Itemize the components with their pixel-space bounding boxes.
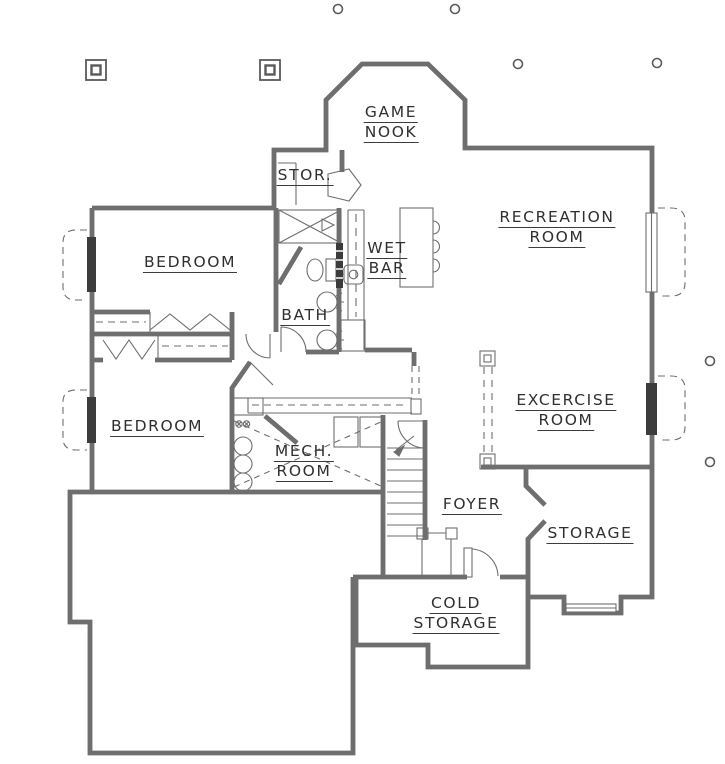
cold-storage-door — [463, 547, 499, 578]
window-wells — [62, 207, 686, 451]
bath-fixtures — [278, 209, 344, 353]
bedroom-door-leaf — [249, 361, 274, 386]
doors — [245, 333, 274, 386]
window-icon — [646, 383, 657, 435]
shower-head-icon — [321, 218, 336, 232]
shower-box — [278, 209, 342, 244]
toilet-icon — [306, 258, 324, 282]
window-well — [658, 375, 686, 441]
floor-drain-icon — [235, 420, 243, 428]
stair-up-arrow-head — [393, 444, 406, 457]
railing — [416, 527, 458, 576]
sink-icon — [316, 329, 338, 351]
window-well — [62, 389, 87, 451]
railing-post-icon — [445, 527, 458, 540]
post-marker-icon — [332, 3, 716, 468]
floor-drain-icon — [242, 420, 251, 428]
room-label-storage: STORAGE — [546, 524, 634, 544]
room-label-bedroom-upper: BEDROOM — [142, 253, 238, 273]
room-label-recreation: RECREATION ROOM — [498, 208, 616, 248]
furnace-icon — [359, 416, 384, 448]
deck-footing-icon — [85, 59, 107, 81]
room-label-mech: MECH. ROOM — [273, 442, 335, 482]
window-well — [658, 207, 686, 297]
room-label-bath: BATH — [280, 306, 330, 326]
stair-up-arrow-icon — [395, 435, 415, 451]
bar-stool-icon — [432, 220, 441, 235]
bedroom-door-arc — [245, 333, 271, 359]
bifold-door-icon — [149, 313, 231, 331]
room-label-wet-bar: WET BAR — [366, 239, 408, 279]
bar-sink-icon — [343, 264, 364, 285]
room-label-stor: STOR. — [276, 166, 334, 186]
column-post-icon — [479, 453, 496, 470]
stairs — [387, 420, 426, 537]
room-label-foyer: FOYER — [441, 495, 503, 515]
door-leaf-icon — [327, 168, 362, 202]
exercise-room-columns — [479, 350, 496, 470]
bath-door-arc — [280, 326, 307, 353]
water-heater-icon — [233, 472, 253, 492]
bifold-door-icon — [102, 339, 156, 360]
closets — [96, 312, 231, 360]
water-heater-icon — [233, 454, 253, 474]
pocket-door-hatch — [336, 243, 343, 288]
shelf — [232, 397, 264, 416]
furnace-icon — [333, 416, 359, 448]
bar-counter — [399, 207, 434, 288]
walls — [67, 61, 655, 756]
door-leaf-icon — [463, 547, 473, 578]
mech-fixtures — [232, 397, 384, 492]
bar-stool-icon — [432, 258, 441, 273]
water-heater-icon — [233, 436, 253, 456]
storage-closet-shelves — [278, 162, 297, 205]
room-label-bedroom-lower: BEDROOM — [109, 417, 205, 437]
room-label-game-nook: GAME NOOK — [363, 103, 419, 143]
stair-door-arc — [397, 420, 426, 449]
room-label-cold-storage: COLD STORAGE — [412, 594, 500, 634]
dark-elements — [87, 237, 657, 443]
window-well — [62, 229, 87, 301]
site-symbols — [85, 3, 716, 468]
column-post-icon — [479, 350, 496, 367]
bar-stool-icon — [432, 239, 441, 254]
deck-footing-icon — [259, 59, 281, 81]
soffit-band — [247, 366, 422, 415]
toilet-tank — [325, 258, 337, 282]
window-icon — [87, 397, 96, 443]
window-icon — [87, 237, 96, 292]
wet-bar — [340, 207, 441, 352]
room-label-exercise: EXCERCISE ROOM — [515, 391, 617, 431]
windows-outline — [565, 212, 658, 613]
detail-linework — [62, 162, 686, 613]
post-icon — [410, 398, 422, 415]
